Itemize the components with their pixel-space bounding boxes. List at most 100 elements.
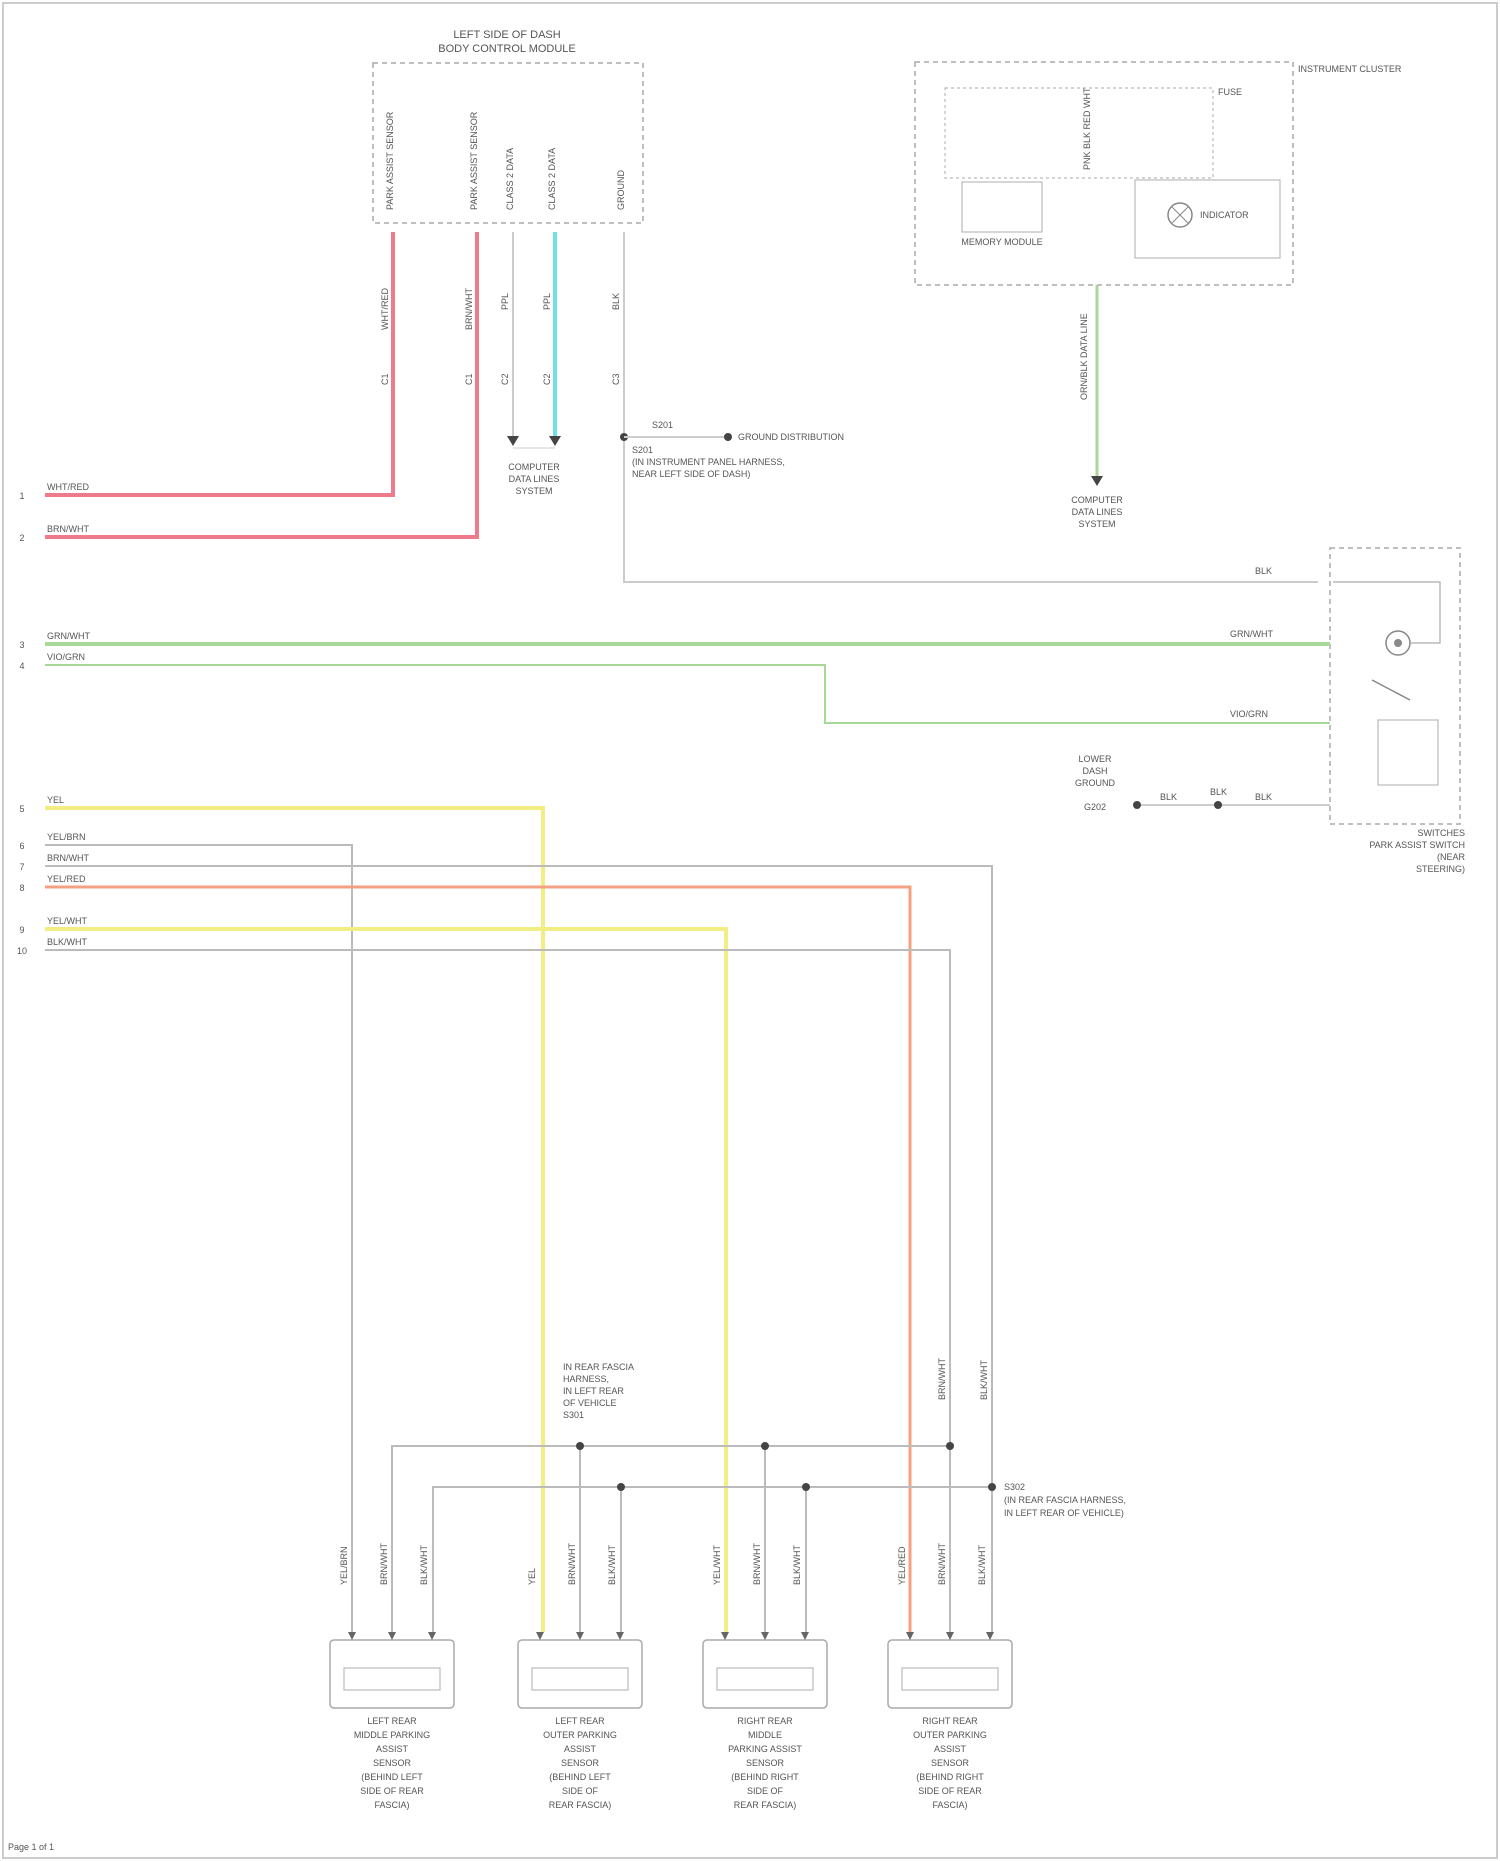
left-pin-number: 4 [19,661,24,671]
sensor-label-line: SENSOR [746,1758,785,1768]
bcm-conn-label-2: C1 [464,373,474,385]
sensor-label-line: (BEHIND RIGHT [731,1772,799,1782]
bcm-pin-5: GROUND [616,170,626,210]
sensor-label-line: SIDE OF [747,1786,784,1796]
footer-text: Page 1 of 1 [8,1842,54,1852]
sensor-body [518,1640,642,1708]
sensor-body [330,1640,454,1708]
sensor-wire-label: BRN/WHT [937,1543,947,1585]
sensor-label-line: REAR FASCIA) [734,1800,797,1810]
cluster-ref-line3: SYSTEM [1078,519,1115,529]
switch-label-line3: (NEAR [1437,852,1466,862]
drop-grey-label: BRN/WHT [937,1358,947,1400]
cluster-pins: PNK BLK RED WHT [1082,87,1092,170]
data-ref-line3: SYSTEM [515,486,552,496]
bcm-title-line2: BODY CONTROL MODULE [438,43,576,55]
ground-wire-label-3: BLK [1255,792,1272,802]
left-pin-number: 9 [19,925,24,935]
sensor-label-line: ASSIST [934,1744,967,1754]
bcm-title-line1: LEFT SIDE OF DASH [453,29,560,41]
left-wire-label: YEL/BRN [47,832,86,842]
sensor-label-line: REAR FASCIA) [549,1800,612,1810]
bcm-wire-label-3: PPL [500,293,510,310]
sensor-wire-label: BLK/WHT [792,1544,802,1585]
cluster-ref-line2: DATA LINES [1072,507,1123,517]
sensor-label-line: LEFT REAR [555,1716,605,1726]
left-wire-label: YEL/RED [47,874,86,884]
data-ref-line1: COMPUTER [508,462,560,472]
sensor-label-line: SIDE OF REAR [918,1786,982,1796]
indicator-label: INDICATOR [1200,210,1249,220]
s301-label-1: IN REAR FASCIA [563,1362,634,1372]
left-wire-label: YEL/WHT [47,916,88,926]
bcm-conn-label-4: C2 [542,373,552,385]
bcm-pin-3: CLASS 2 DATA [505,148,515,210]
left-pin-number: 2 [19,533,24,543]
s302-dot-3 [988,1483,996,1491]
sensor-label-line: SIDE OF [562,1786,599,1796]
bcm-wire-label-4: PPL [542,293,552,310]
ground-label-line1: LOWER [1078,754,1112,764]
s302-dot-2 [802,1483,810,1491]
sensor-body [888,1640,1012,1708]
s301-dot-2 [761,1442,769,1450]
left-pin-number: 10 [17,946,27,956]
sensor-wire-label: YEL/WHT [712,1544,722,1585]
s301-label-2: HARNESS, [563,1374,609,1384]
sensor-wire-label: BLK/WHT [977,1544,987,1585]
bcm-conn-label-3: C2 [500,373,510,385]
sensor-label-line: FASCIA) [932,1800,967,1810]
sensor-label-line: RIGHT REAR [737,1716,793,1726]
left-wire-label: YEL [47,795,64,805]
sensor-label-line: SENSOR [561,1758,600,1768]
ground-label-line2: DASH [1082,766,1107,776]
sensor-label-line: RIGHT REAR [922,1716,978,1726]
sensor-label-line: ASSIST [376,1744,409,1754]
ground-label-line4: G202 [1084,802,1106,812]
bcm-pin-4: CLASS 2 DATA [547,148,557,210]
splice-s201-line1: S201 [632,445,653,455]
bcm-wire-label-5: BLK [611,293,621,310]
bcm-wire-label-2: BRN/WHT [464,288,474,330]
sensor-label-line: (BEHIND RIGHT [916,1772,984,1782]
sensor-label-line: SIDE OF REAR [360,1786,424,1796]
ground-dist-dot [724,433,732,441]
blk-switch-label: BLK [1255,566,1272,576]
s302-label-3: IN LEFT REAR OF VEHICLE) [1004,1508,1124,1518]
sensor-label-line: (BEHIND LEFT [361,1772,423,1782]
cluster-label: INSTRUMENT CLUSTER [1298,64,1402,74]
left-pin-number: 1 [19,491,24,501]
sensor-label-line: SENSOR [373,1758,412,1768]
s302-label-1: S302 [1004,1482,1025,1492]
bcm-pin-1: PARK ASSIST SENSOR [385,111,395,210]
switch-label-line1: SWITCHES [1417,828,1465,838]
sensor-label-line: OUTER PARKING [543,1730,617,1740]
sensor-wire-label: BRN/WHT [752,1543,762,1585]
sensor-wire-label: BLK/WHT [419,1544,429,1585]
sensor-wire-label: YEL/BRN [339,1546,349,1585]
ground-label-line3: GROUND [1075,778,1115,788]
left-pin-number: 5 [19,804,24,814]
left-wire-label: WHT/RED [47,482,89,492]
s301-label-5: S301 [563,1410,584,1420]
s302-dot-1 [617,1483,625,1491]
switch-lamp-core [1394,639,1402,647]
left-pin-number: 6 [19,841,24,851]
left-wire-label: BRN/WHT [47,853,89,863]
s301-label-4: OF VEHICLE [563,1398,617,1408]
s301-dot-3 [946,1442,954,1450]
sensor-label-line: ASSIST [564,1744,597,1754]
switch-violet-label: VIO/GRN [1230,709,1268,719]
splice-s201-line3: NEAR LEFT SIDE OF DASH) [632,469,750,479]
sensor-wire-label: YEL/RED [897,1546,907,1585]
memory-module-label: MEMORY MODULE [961,237,1042,247]
cluster-fuse-label: FUSE [1218,87,1242,97]
ground-wire-label-1: BLK [1160,792,1177,802]
left-pin-number: 7 [19,862,24,872]
ground-point-2 [1214,801,1222,809]
switch-label-line4: STEERING) [1416,864,1465,874]
splice-s201-wire: S201 [652,420,673,430]
drop-grey2-label: BLK/WHT [979,1359,989,1400]
